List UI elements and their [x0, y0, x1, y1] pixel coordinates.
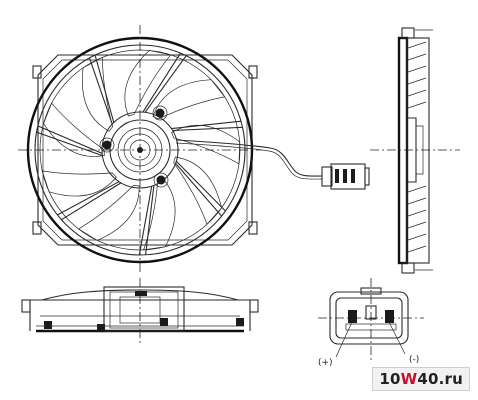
side-fin — [407, 89, 427, 97]
support-struts — [36, 52, 243, 256]
side-fin — [407, 77, 427, 85]
support-strut — [175, 163, 223, 217]
support-strut — [36, 131, 103, 157]
side-fin — [407, 245, 427, 253]
support-strut — [175, 160, 226, 212]
watermark-highlight: W — [400, 370, 418, 388]
fan-blade — [143, 177, 176, 251]
fan-blades — [41, 50, 241, 251]
support-strut — [37, 125, 103, 154]
fan-blade — [41, 170, 117, 197]
fan-bottom-view — [21, 278, 259, 345]
fan-blade — [82, 56, 113, 132]
support-strut — [57, 181, 120, 216]
positive-terminal-label: (+) — [318, 358, 333, 368]
negative-terminal-label: (-) — [409, 355, 419, 365]
watermark-suffix: 40 — [417, 370, 439, 388]
fan-front-view — [18, 25, 262, 272]
watermark-prefix: 10 — [379, 370, 401, 388]
support-strut — [142, 52, 181, 113]
side-fins — [407, 41, 427, 253]
side-fin — [407, 41, 427, 49]
support-strut — [138, 186, 153, 256]
fan-blade — [173, 156, 222, 225]
fan-blade — [171, 124, 241, 165]
side-fin — [407, 221, 427, 229]
side-fin — [407, 101, 427, 109]
fan-blade — [152, 79, 226, 120]
side-fin — [407, 65, 427, 73]
support-strut — [145, 185, 155, 255]
fan-blade — [43, 102, 105, 157]
fan-side-view — [370, 27, 460, 274]
support-strut — [88, 57, 113, 125]
support-strut — [171, 120, 242, 130]
side-fin — [407, 233, 427, 241]
support-strut — [144, 55, 187, 113]
side-fin — [407, 209, 427, 217]
support-strut — [94, 54, 115, 123]
support-strut — [61, 182, 122, 221]
side-fin — [407, 185, 427, 193]
connector-detail: (+) (-) — [318, 278, 424, 368]
side-fin — [407, 197, 427, 205]
wiring-harness — [175, 139, 370, 190]
fan-blade — [124, 50, 172, 117]
side-fin — [407, 53, 427, 61]
fan-blade — [77, 185, 140, 241]
support-strut — [172, 126, 243, 132]
watermark-domain: .ru — [438, 370, 463, 388]
